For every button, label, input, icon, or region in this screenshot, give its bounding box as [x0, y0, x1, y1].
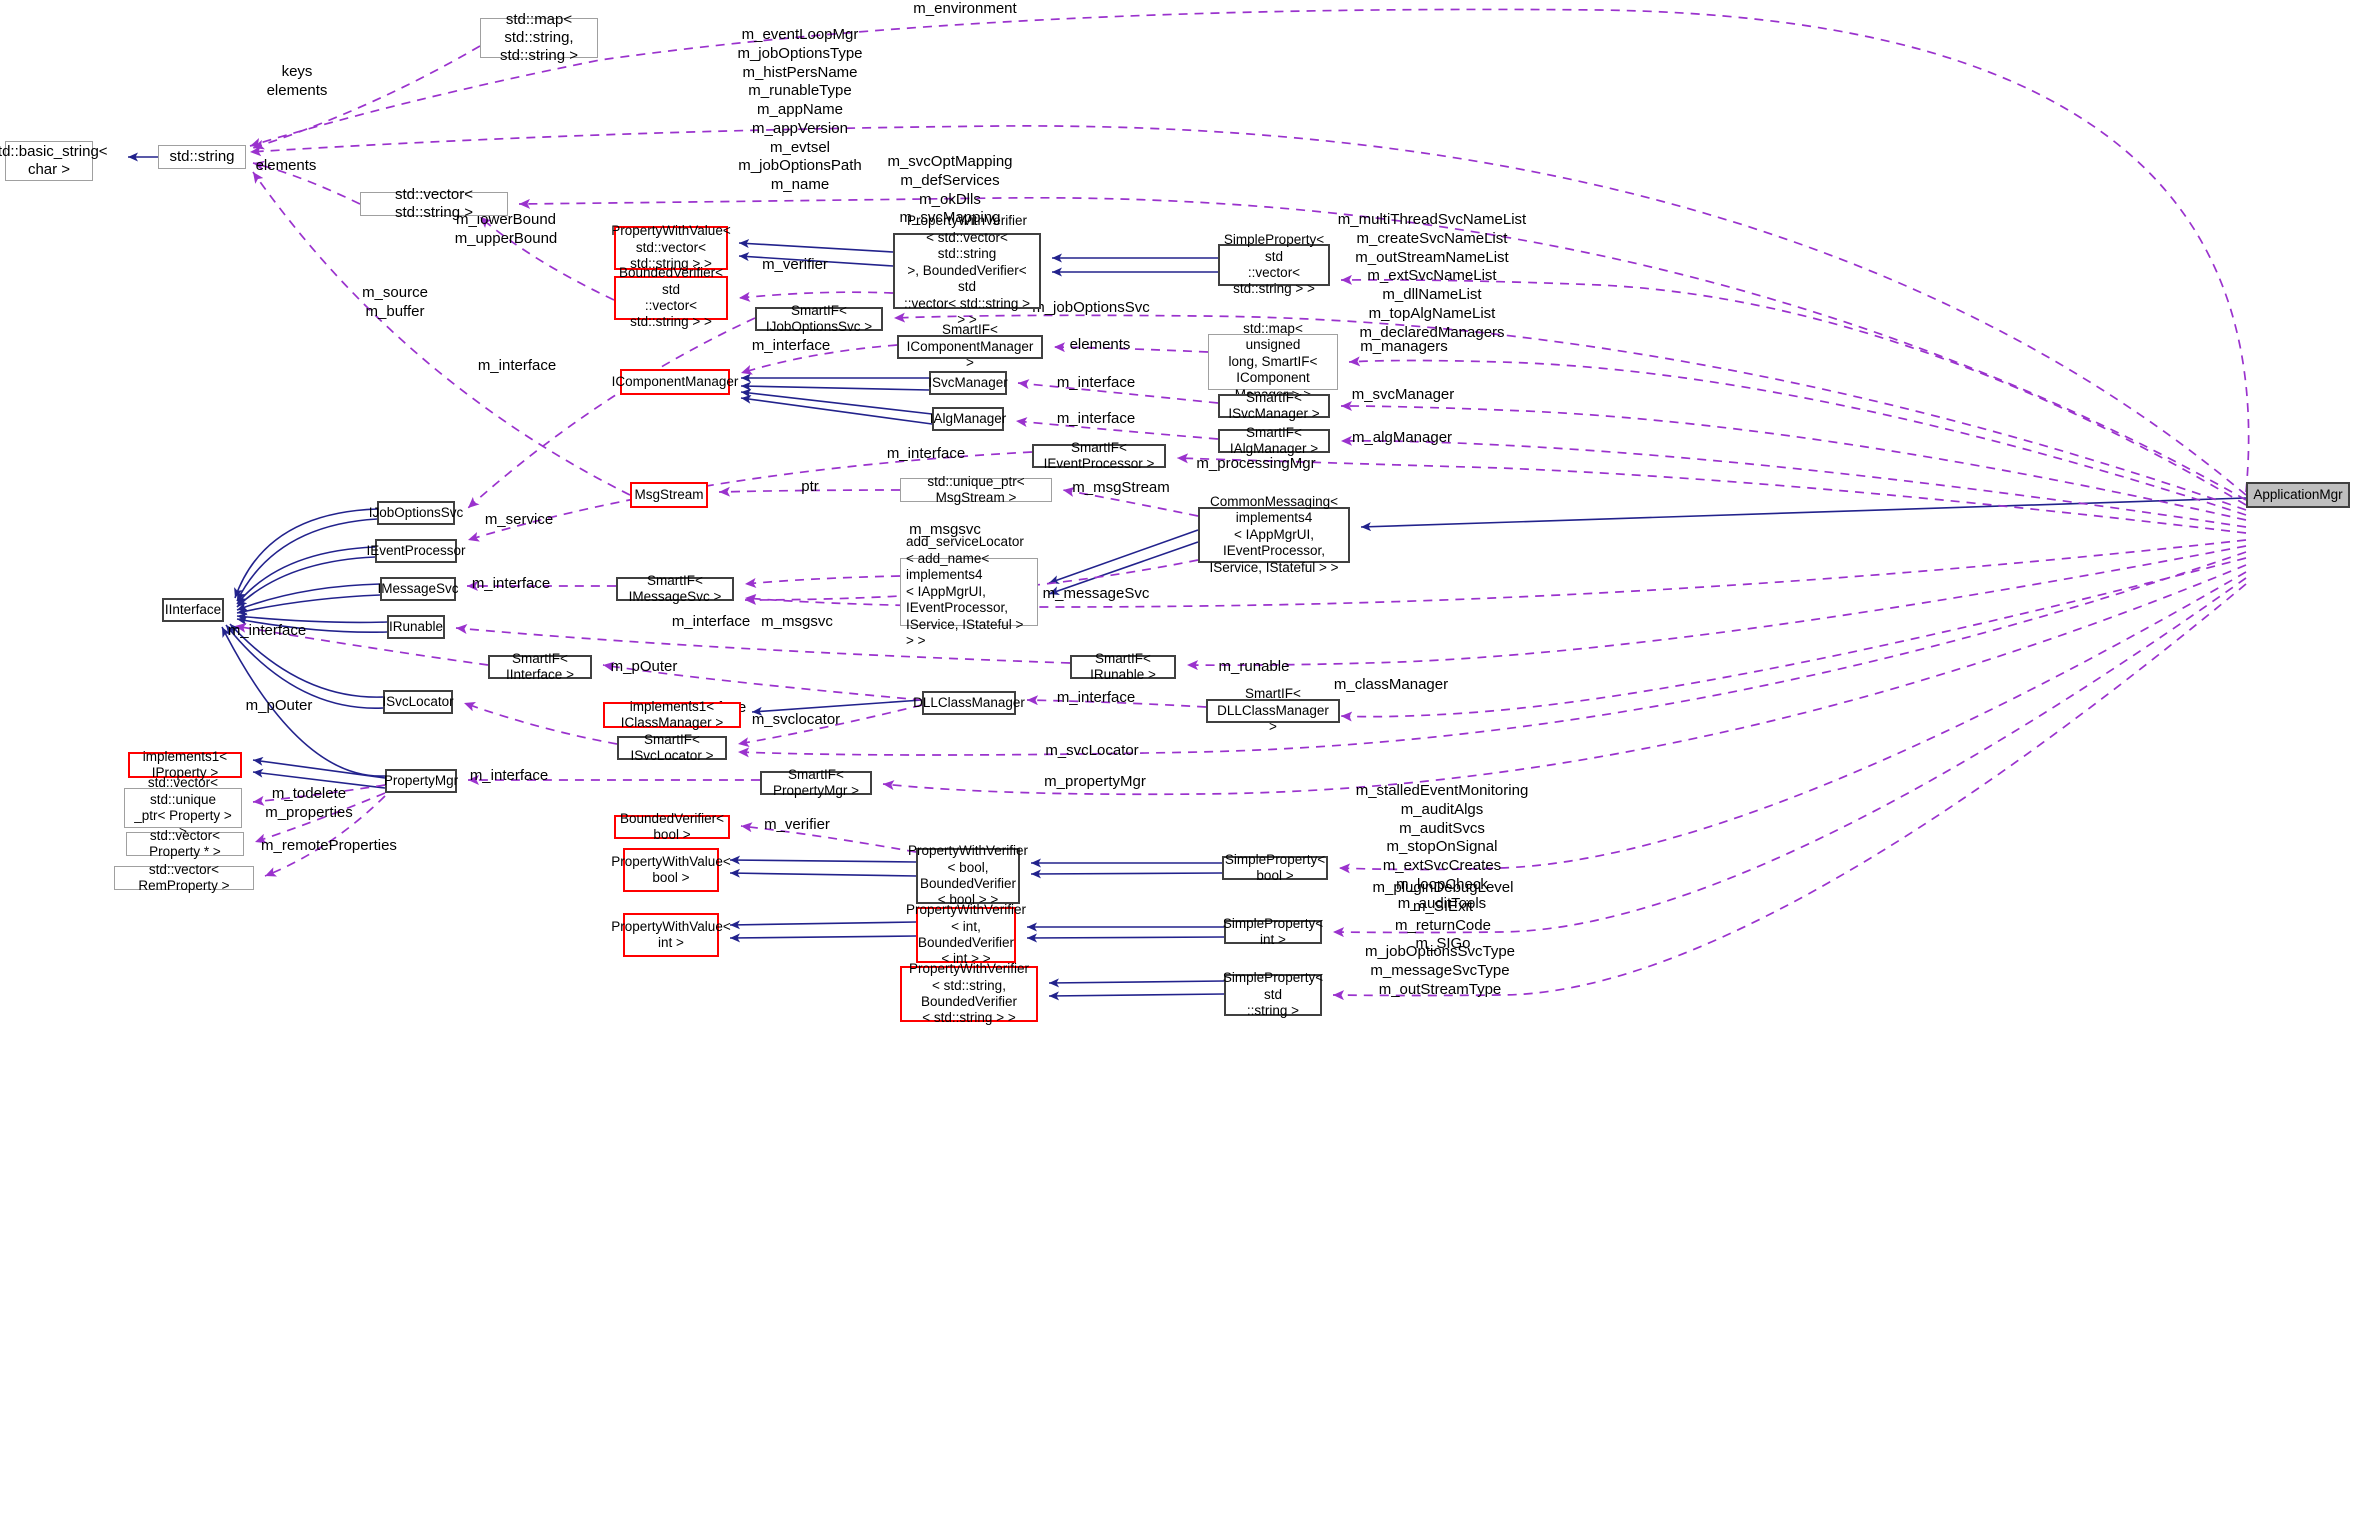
edge-label-m-interface-2: m_interface [671, 613, 751, 630]
node-smartif-isvclocator[interactable]: SmartIF< ISvcLocator > [617, 732, 727, 763]
edge-label-m-managers: m_managers [1360, 338, 1448, 355]
edge-label-m-runable: m_runable [1218, 658, 1290, 675]
edge-label-m-interface-messagesvc: m_interface [471, 575, 551, 592]
edge-label-m-processingmgr: m_processingMgr [1196, 455, 1316, 472]
edge-label-elements: elements [255, 157, 317, 174]
edge-label-m-environment: m_environment [913, 0, 1017, 17]
node-smartif-isvcmanager[interactable]: SmartIF< ISvcManager > [1218, 390, 1330, 421]
node-applicationmgr[interactable]: ApplicationMgr [2246, 482, 2350, 508]
node-ijoboptionssvc[interactable]: IJobOptionsSvc [369, 501, 463, 525]
node-smartif-ieventprocessor[interactable]: SmartIF< IEventProcessor > [1032, 440, 1166, 471]
node-property-with-verifier-string[interactable]: PropertyWithVerifier < std::string, Boun… [900, 961, 1038, 1025]
node-bounded-verifier-vector-string[interactable]: BoundedVerifier< std ::vector< std::stri… [614, 265, 728, 329]
edge-label-appmgr-string-members: m_eventLoopMgr m_jobOptionsType m_histPe… [737, 26, 863, 193]
edge-label-m-todelete-properties: m_todelete m_properties [265, 785, 353, 821]
edge-label-m-msgstream: m_msgStream [1072, 479, 1170, 496]
node-property-with-verifier-int[interactable]: PropertyWithVerifier < int, BoundedVerif… [905, 902, 1027, 967]
node-ialgmanager[interactable]: IAlgManager [930, 407, 1006, 431]
edge-label-keys-elements: keys elements [266, 63, 328, 99]
node-std-basic-string[interactable]: std::basic_string< char > [0, 141, 108, 181]
node-smartif-ijoboptionssvc[interactable]: SmartIF< IJobOptionsSvc > [755, 303, 883, 334]
edge-label-name-lists: m_multiThreadSvcNameList m_createSvcName… [1337, 211, 1527, 341]
edge-label-m-verifier-vector: m_verifier [762, 256, 828, 273]
node-std-string[interactable]: std::string [158, 145, 246, 169]
edge-label-m-algmanager: m_algManager [1351, 429, 1453, 446]
node-irunable[interactable]: IRunable [387, 615, 445, 639]
node-simple-property-int[interactable]: SimpleProperty< int > [1222, 915, 1324, 947]
edge-label-source-buffer: m_source m_buffer [362, 284, 428, 320]
node-std-map-string-string[interactable]: std::map< std::string, std::string > [480, 11, 598, 64]
node-property-with-value-vector-string[interactable]: PropertyWithValue< std::vector< std::str… [611, 223, 731, 272]
node-vector-property-ptr[interactable]: std::vector< Property * > [126, 828, 244, 859]
edge-label-m-messagesvc: m_messageSvc [1042, 585, 1150, 602]
edge-label-m-pouter: m_pOuter [610, 658, 678, 675]
node-bounded-verifier-bool[interactable]: BoundedVerifier< bool > [614, 811, 730, 842]
edge-label-bool-properties: m_stalledEventMonitoring m_auditAlgs m_a… [1355, 782, 1529, 912]
node-imessagesvc[interactable]: IMessageSvc [377, 577, 459, 601]
edge-label-m-interface-runable: m_interface [227, 622, 307, 639]
node-vector-unique-ptr-property[interactable]: std::vector< std::unique _ptr< Property … [124, 775, 242, 839]
node-property-with-verifier-vector-string[interactable]: PropertyWithVerifier < std::vector< std:… [893, 213, 1041, 327]
node-simple-property-vector-string[interactable]: SimpleProperty< std ::vector< std::strin… [1218, 232, 1330, 296]
node-smartif-iinterface[interactable]: SmartIF< IInterface > [488, 651, 592, 682]
node-icomponentmanager[interactable]: IComponentManager [612, 369, 738, 395]
node-property-with-value-bool[interactable]: PropertyWithValue< bool > [611, 848, 731, 892]
edge-label-m-classmanager: m_classManager [1333, 676, 1449, 693]
edge-label-m-interface-mid: m_interface [477, 357, 557, 374]
edge-label-int-properties: m_pluginDebugLevel m_SIExit m_returnCode… [1372, 879, 1514, 953]
node-msgstream[interactable]: MsgStream [630, 482, 708, 508]
node-std-map-componentmanager[interactable]: std::map< unsigned long, SmartIF< ICompo… [1208, 321, 1338, 402]
node-vector-remproperty[interactable]: std::vector< RemProperty > [114, 862, 254, 893]
edge-label-m-pouter-2: m_pOuter [245, 697, 313, 714]
node-property-with-verifier-bool[interactable]: PropertyWithVerifier < bool, BoundedVeri… [907, 843, 1029, 908]
edge-label-m-interface-propertymgr: m_interface [469, 767, 549, 784]
edge-label-m-svclocator: m_svcLocator [1045, 742, 1139, 759]
node-isvclocator[interactable]: ISvcLocator [382, 690, 454, 714]
node-smartif-dllclassmanager[interactable]: SmartIF< DLLClassManager > [1206, 686, 1340, 734]
node-smartif-irunable[interactable]: SmartIF< IRunable > [1070, 651, 1176, 682]
node-simple-property-string[interactable]: SimpleProperty< std ::string > [1222, 970, 1324, 1019]
node-smartif-ialgmanager[interactable]: SmartIF< IAlgManager > [1218, 425, 1330, 456]
edge-label-elements-2: elements [1069, 336, 1131, 353]
edge-label-m-interface-dll: m_interface [1056, 689, 1136, 706]
node-propertymgr[interactable]: PropertyMgr [384, 769, 458, 793]
edge-label-ptr: ptr [801, 478, 819, 495]
edge-label-m-interface-svcmanager: m_interface [1056, 374, 1136, 391]
node-simple-property-bool[interactable]: SimpleProperty< bool > [1222, 852, 1328, 883]
edge-label-m-propertymgr: m_propertyMgr [1044, 773, 1146, 790]
edge-label-m-verifier-bool: m_verifier [764, 816, 830, 833]
node-add-servicelocator[interactable]: add_serviceLocator < add_name< implement… [900, 534, 1038, 648]
node-commonmessaging[interactable]: CommonMessaging< implements4 < IAppMgrUI… [1198, 494, 1350, 575]
node-ieventprocessor[interactable]: IEventProcessor [366, 539, 466, 563]
edge-label-m-remoteproperties: m_remoteProperties [261, 837, 397, 854]
node-smartif-propertymgr[interactable]: SmartIF< PropertyMgr > [760, 767, 872, 798]
edge-label-m-interface-eventprocessor: m_interface [886, 445, 966, 462]
node-smartif-imessagesvc[interactable]: SmartIF< IMessageSvc > [616, 573, 734, 604]
node-property-with-value-int[interactable]: PropertyWithValue< int > [611, 913, 731, 957]
node-isvcmanager[interactable]: ISvcManager [928, 371, 1008, 395]
edge-label-m-svcmanager: m_svcManager [1351, 386, 1455, 403]
edge-label-string-properties: m_jobOptionsSvcType m_messageSvcType m_o… [1364, 943, 1516, 998]
edge-label-m-interface-algmanager: m_interface [1056, 410, 1136, 427]
node-iinterface[interactable]: IInterface [162, 598, 224, 622]
edge-label-m-service: m_service [484, 511, 554, 528]
edge-label-m-svclocator-lower: m_svclocator [751, 711, 841, 728]
node-unique-ptr-msgstream[interactable]: std::unique_ptr< MsgStream > [900, 474, 1052, 505]
edge-label-m-msgsvc-2: m_msgsvc [761, 613, 833, 630]
node-std-vector-string[interactable]: std::vector< std::string > [360, 186, 508, 221]
node-implements1-iclassmanager[interactable]: implements1< IClassManager > [603, 699, 741, 730]
node-dllclassmanager[interactable]: DLLClassManager [913, 691, 1025, 715]
edge-label-m-interface-componentmanager: m_interface [751, 337, 831, 354]
node-smartif-icomponentmanager[interactable]: SmartIF< IComponentManager > [897, 322, 1043, 370]
